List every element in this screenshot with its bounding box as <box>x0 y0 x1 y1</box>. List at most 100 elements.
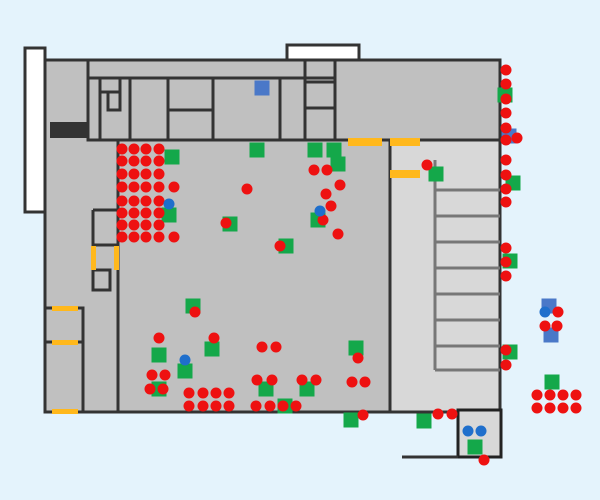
door[interactable] <box>390 170 420 178</box>
person-marker[interactable] <box>357 409 369 421</box>
green-crate[interactable] <box>164 149 180 165</box>
green-crate[interactable] <box>343 412 359 428</box>
person-marker[interactable] <box>352 352 364 364</box>
green-crate[interactable] <box>161 207 177 223</box>
person-marker[interactable] <box>220 217 232 229</box>
person-marker[interactable] <box>500 107 512 119</box>
person-marker[interactable] <box>116 181 128 193</box>
person-marker[interactable] <box>500 122 512 134</box>
person-marker[interactable] <box>128 207 140 219</box>
person-marker[interactable] <box>116 207 128 219</box>
person-marker[interactable] <box>346 376 358 388</box>
person-marker[interactable] <box>551 320 563 332</box>
person-marker[interactable] <box>210 400 222 412</box>
person-marker[interactable] <box>500 154 512 166</box>
person-marker[interactable] <box>531 389 543 401</box>
person-marker[interactable] <box>146 369 158 381</box>
person-marker[interactable] <box>500 242 512 254</box>
person-marker[interactable] <box>197 387 209 399</box>
door[interactable] <box>114 246 119 270</box>
person-marker[interactable] <box>334 179 346 191</box>
green-crate[interactable] <box>177 363 193 379</box>
player-marker[interactable] <box>314 205 326 217</box>
person-marker[interactable] <box>168 181 180 193</box>
person-marker[interactable] <box>210 387 222 399</box>
person-marker[interactable] <box>116 195 128 207</box>
person-marker[interactable] <box>432 408 444 420</box>
player-marker[interactable] <box>475 425 487 437</box>
person-marker[interactable] <box>511 132 523 144</box>
person-marker[interactable] <box>500 196 512 208</box>
green-crate[interactable] <box>249 142 265 158</box>
player-marker[interactable] <box>462 425 474 437</box>
person-marker[interactable] <box>128 231 140 243</box>
green-crate[interactable] <box>428 166 444 182</box>
person-marker[interactable] <box>500 183 512 195</box>
person-marker[interactable] <box>251 374 263 386</box>
person-marker[interactable] <box>544 389 556 401</box>
person-marker[interactable] <box>189 306 201 318</box>
person-marker[interactable] <box>116 231 128 243</box>
person-marker[interactable] <box>153 181 165 193</box>
door[interactable] <box>390 138 420 146</box>
person-marker[interactable] <box>500 344 512 356</box>
person-marker[interactable] <box>153 143 165 155</box>
person-marker[interactable] <box>256 341 268 353</box>
person-marker[interactable] <box>277 400 289 412</box>
green-crate[interactable] <box>416 413 432 429</box>
person-marker[interactable] <box>557 389 569 401</box>
person-marker[interactable] <box>500 256 512 268</box>
blue-crate[interactable] <box>254 80 270 96</box>
person-marker[interactable] <box>539 320 551 332</box>
person-marker[interactable] <box>557 402 569 414</box>
person-marker[interactable] <box>359 376 371 388</box>
person-marker[interactable] <box>197 400 209 412</box>
person-marker[interactable] <box>128 181 140 193</box>
person-marker[interactable] <box>128 168 140 180</box>
person-marker[interactable] <box>500 169 512 181</box>
person-marker[interactable] <box>266 374 278 386</box>
person-marker[interactable] <box>223 387 235 399</box>
person-marker[interactable] <box>308 164 320 176</box>
green-crate[interactable] <box>326 142 342 158</box>
person-marker[interactable] <box>544 402 556 414</box>
person-marker[interactable] <box>500 134 512 146</box>
green-crate[interactable] <box>467 439 483 455</box>
person-marker[interactable] <box>116 143 128 155</box>
person-marker[interactable] <box>250 400 262 412</box>
person-marker[interactable] <box>478 454 490 466</box>
green-crate[interactable] <box>151 347 167 363</box>
person-marker[interactable] <box>140 195 152 207</box>
person-marker[interactable] <box>140 207 152 219</box>
person-marker[interactable] <box>183 400 195 412</box>
player-marker[interactable] <box>539 306 551 318</box>
person-marker[interactable] <box>570 389 582 401</box>
person-marker[interactable] <box>153 155 165 167</box>
person-marker[interactable] <box>421 159 433 171</box>
person-marker[interactable] <box>320 188 332 200</box>
door[interactable] <box>52 409 78 414</box>
person-marker[interactable] <box>140 231 152 243</box>
person-marker[interactable] <box>153 231 165 243</box>
person-marker[interactable] <box>153 195 165 207</box>
person-marker[interactable] <box>570 402 582 414</box>
person-marker[interactable] <box>500 93 512 105</box>
person-marker[interactable] <box>153 219 165 231</box>
person-marker[interactable] <box>183 387 195 399</box>
person-marker[interactable] <box>153 168 165 180</box>
blue-crate[interactable] <box>543 327 559 343</box>
person-marker[interactable] <box>446 408 458 420</box>
person-marker[interactable] <box>159 369 171 381</box>
player-marker[interactable] <box>179 354 191 366</box>
green-crate[interactable] <box>330 156 346 172</box>
person-marker[interactable] <box>296 374 308 386</box>
person-marker[interactable] <box>140 219 152 231</box>
person-marker[interactable] <box>153 332 165 344</box>
person-marker[interactable] <box>552 306 564 318</box>
person-marker[interactable] <box>140 143 152 155</box>
person-marker[interactable] <box>157 383 169 395</box>
green-crate[interactable] <box>258 381 274 397</box>
person-marker[interactable] <box>264 400 276 412</box>
green-crate[interactable] <box>307 142 323 158</box>
person-marker[interactable] <box>116 155 128 167</box>
